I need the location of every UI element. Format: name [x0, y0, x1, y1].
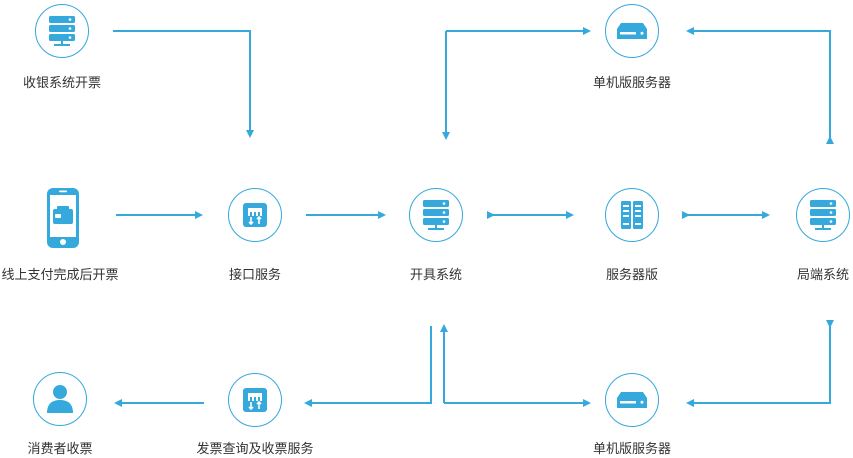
cashier-label: 收银系统开票 — [22, 76, 102, 91]
cashier-node — [35, 4, 89, 58]
standalone-top-label: 单机版服务器 — [592, 76, 672, 91]
server-icon — [423, 200, 449, 230]
standalone-bottom-node — [605, 373, 659, 427]
connector-cashier-to-interface — [113, 30, 254, 138]
server-rack-icon — [621, 201, 643, 229]
online-pay-label: 线上支付完成后开票 — [1, 268, 119, 283]
invoice-query-node — [228, 373, 282, 427]
issuing-label: 开具系统 — [409, 268, 463, 283]
consumer-node — [33, 372, 87, 426]
connector-local-standalone-bottom — [686, 320, 834, 407]
server-icon — [810, 200, 836, 230]
interface-icon — [243, 203, 267, 227]
local-system-node — [796, 188, 850, 242]
consumer-label: 消费者收票 — [27, 442, 93, 457]
device-box-icon — [617, 392, 647, 408]
phone-wallet-icon — [47, 188, 79, 248]
local-system-label: 局端系统 — [796, 268, 850, 283]
connector-issuing-to-query — [304, 326, 432, 407]
interface-node — [228, 188, 282, 242]
device-box-icon — [617, 23, 647, 39]
interface-icon — [243, 388, 267, 412]
interface-label: 接口服务 — [228, 268, 282, 283]
server-edition-node — [605, 188, 659, 242]
issuing-node — [409, 188, 463, 242]
connector-local-standalone-top — [686, 27, 834, 144]
server-edition-label: 服务器版 — [605, 268, 659, 283]
standalone-top-node — [605, 4, 659, 58]
standalone-bottom-label: 单机版服务器 — [592, 442, 672, 457]
server-icon — [49, 16, 75, 46]
online-pay-node — [46, 187, 80, 253]
user-icon — [47, 385, 73, 413]
invoice-query-label: 发票查询及收票服务 — [196, 442, 314, 457]
